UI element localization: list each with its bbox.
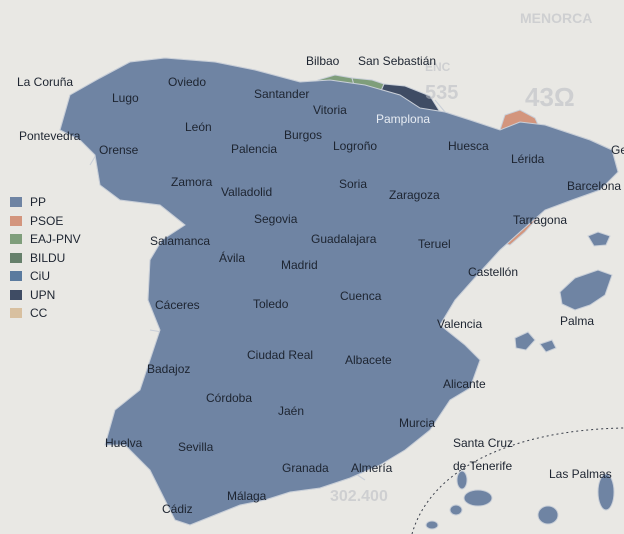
label-gerona: Ge <box>611 143 624 157</box>
legend-label-pp: PP <box>30 195 47 210</box>
island-mallorca <box>559 269 613 311</box>
legend-swatch-cc <box>10 308 22 319</box>
label-pamplona: Pamplona <box>376 112 431 126</box>
label-granada: Granada <box>282 461 329 475</box>
legend-swatch-pp <box>10 197 22 208</box>
legend-swatch-bildu <box>10 252 22 263</box>
island-menorca <box>587 231 611 247</box>
label-de-tenerife: de Tenerife <box>453 459 513 473</box>
label-avila: Ávila <box>219 251 246 265</box>
ghost-text-number-b: 535 <box>425 82 459 104</box>
label-santa-cruz: Santa Cruz <box>453 436 514 450</box>
label-cuenca: Cuenca <box>340 289 382 303</box>
label-segovia: Segovia <box>254 212 298 226</box>
label-alicante: Alicante <box>443 377 486 391</box>
label-sevilla: Sevilla <box>178 440 214 454</box>
island-hierro <box>425 520 439 530</box>
legend-item-cc: CC <box>10 304 81 323</box>
label-castellon: Castellón <box>468 265 519 279</box>
legend-swatch-ciu <box>10 271 22 282</box>
ghost-text-menorca: MENORCA <box>520 10 593 26</box>
label-zaragoza: Zaragoza <box>389 188 440 202</box>
label-leon: León <box>185 120 212 134</box>
label-jaen: Jaén <box>278 404 305 418</box>
label-zamora: Zamora <box>171 175 213 189</box>
legend-label-cc: CC <box>30 306 48 321</box>
canary-inset-border <box>411 427 624 534</box>
label-san-sebastian: San Sebastián <box>358 54 437 68</box>
legend-swatch-psoe <box>10 215 22 226</box>
label-tarragona: Tarragona <box>513 213 568 227</box>
legend-swatch-upn <box>10 289 22 300</box>
island-gran-canaria <box>537 505 559 525</box>
legend-label-eaj-pnv: EAJ-PNV <box>30 232 81 247</box>
label-almeria: Almería <box>351 461 393 475</box>
label-soria: Soria <box>339 177 368 191</box>
legend-item-bildu: BILDU <box>10 249 81 268</box>
legend-label-upn: UPN <box>30 287 56 302</box>
label-caceres: Cáceres <box>155 298 200 312</box>
label-badajoz: Badajoz <box>147 362 191 376</box>
legend-item-ciu: CiU <box>10 267 81 286</box>
label-valencia: Valencia <box>437 317 483 331</box>
label-bilbao: Bilbao <box>306 54 340 68</box>
label-ciudad-real: Ciudad Real <box>247 348 314 362</box>
label-pontevedra: Pontevedra <box>19 129 81 143</box>
label-murcia: Murcia <box>399 416 436 430</box>
ghost-text-enc: ENC <box>425 60 451 74</box>
label-palencia: Palencia <box>231 142 278 156</box>
label-salamanca: Salamanca <box>150 234 211 248</box>
label-vitoria: Vitoria <box>313 103 347 117</box>
label-logrono: Logroño <box>333 139 378 153</box>
label-guadalajara: Guadalajara <box>311 232 377 246</box>
label-albacete: Albacete <box>345 353 392 367</box>
label-malaga: Málaga <box>227 489 267 503</box>
label-cordoba: Córdoba <box>206 391 253 405</box>
legend-label-ciu: CiU <box>30 269 50 284</box>
island-gomera <box>449 504 463 516</box>
island-palma-isle <box>456 470 468 490</box>
label-toledo: Toledo <box>253 297 289 311</box>
label-lerida: Lérida <box>511 152 545 166</box>
ghost-text-number-c: 302.400 <box>330 488 388 505</box>
label-las-palmas: Las Palmas <box>549 467 612 481</box>
label-palma: Palma <box>560 314 595 328</box>
label-santander: Santander <box>254 87 310 101</box>
legend-item-upn: UPN <box>10 286 81 305</box>
label-lugo: Lugo <box>112 91 139 105</box>
label-huesca: Huesca <box>448 139 489 153</box>
legend-item-eaj-pnv: EAJ-PNV <box>10 230 81 249</box>
legend: PP PSOE EAJ-PNV BILDU CiU UPN CC <box>10 193 81 323</box>
legend-swatch-eaj-pnv <box>10 234 22 245</box>
label-orense: Orense <box>99 143 139 157</box>
legend-item-pp: PP <box>10 193 81 212</box>
label-huelva: Huelva <box>105 436 143 450</box>
island-tenerife <box>463 489 493 507</box>
label-teruel: Teruel <box>418 237 451 251</box>
island-formentera <box>539 339 557 353</box>
label-valladolid: Valladolid <box>221 185 273 199</box>
label-madrid: Madrid <box>281 258 318 272</box>
island-ibiza <box>514 331 536 351</box>
legend-item-psoe: PSOE <box>10 212 81 231</box>
label-barcelona: Barcelona <box>567 179 622 193</box>
legend-label-psoe: PSOE <box>30 213 64 228</box>
label-la-coruna: La Coruña <box>17 75 74 89</box>
ghost-text-number-a: 43Ω <box>525 82 575 112</box>
label-cadiz: Cádiz <box>162 502 193 516</box>
label-oviedo: Oviedo <box>168 75 207 89</box>
legend-label-bildu: BILDU <box>30 250 66 265</box>
island-fuerteventura <box>597 473 615 511</box>
label-burgos: Burgos <box>284 128 323 142</box>
